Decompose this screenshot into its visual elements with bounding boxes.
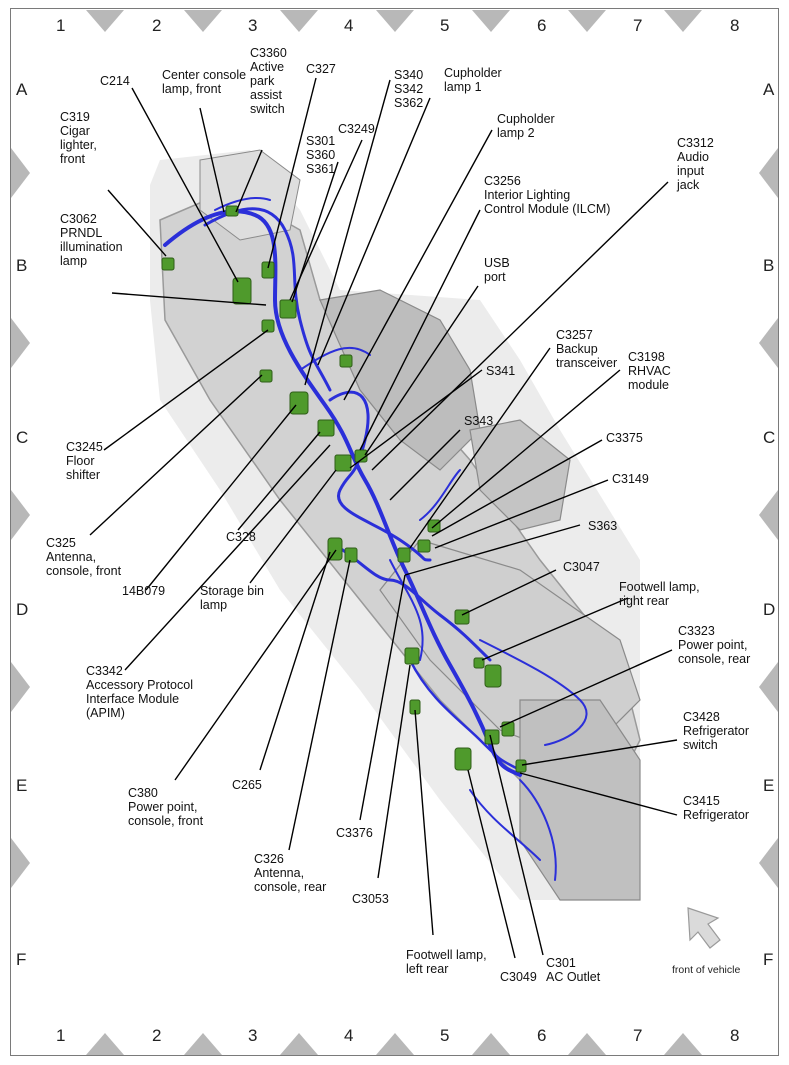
grid-row-b: B [763, 256, 775, 275]
diagram-frame [10, 8, 779, 1056]
label-c3245: C3245 Floor shifter [66, 440, 103, 482]
label-c325: C325 Antenna, console, front [46, 536, 122, 578]
label-c319: C319 Cigar lighter, front [60, 110, 97, 166]
label-c327: C327 [306, 62, 336, 76]
label-cupholder-lamp-2: Cupholder lamp 2 [497, 112, 555, 140]
grid-col-3: 3 [248, 1026, 258, 1045]
label-14b079: 14B079 [122, 584, 166, 598]
grid-row-c: C [16, 428, 29, 447]
grid-row-f: F [16, 950, 27, 969]
grid-col-1: 1 [56, 1026, 66, 1045]
grid-col-1: 1 [56, 16, 66, 35]
leader-lines [89, 77, 678, 959]
grid-row-c: C [763, 428, 776, 447]
label-footwell-left: Footwell lamp, left rear [406, 948, 487, 976]
grid-col-6: 6 [537, 16, 547, 35]
connectors [161, 205, 527, 773]
label-c3415: C3415 Refrigerator [683, 794, 749, 822]
grid-row-e: E [16, 776, 28, 795]
grid-col-4: 4 [344, 16, 354, 35]
grid-row-d: D [763, 600, 776, 619]
label-c3249: C3249 [338, 122, 375, 136]
label-usb-port: USB port [484, 256, 510, 284]
label-c3312: C3312 Audio input jack [677, 136, 714, 192]
label-c3256: C3256 Interior Lighting Control Module (… [484, 174, 611, 216]
label-c301: C301 AC Outlet [546, 956, 601, 984]
label-storage-bin-lamp: Storage bin lamp [200, 584, 264, 612]
grid-markers [11, 10, 778, 1055]
grid-col-8: 8 [730, 16, 740, 35]
label-s363: S363 [588, 519, 618, 533]
label-c265: C265 [232, 778, 262, 792]
label-c3323: C3323 Power point, console, rear [678, 624, 751, 666]
label-s340: S340 S342 S362 [394, 68, 424, 110]
label-c3062: C3062 PRNDL illumination lamp [60, 212, 123, 268]
label-c3428: C3428 Refrigerator switch [683, 710, 749, 752]
grid-col-3: 3 [248, 16, 258, 35]
label-c3360: C3360 Active park assist switch [250, 46, 287, 116]
label-s301: S301 S360 S361 [306, 134, 336, 176]
grid-col-7: 7 [633, 1026, 643, 1045]
label-c328: C328 [226, 530, 256, 544]
grid-col-4: 4 [344, 1026, 354, 1045]
label-c3375: C3375 [606, 431, 643, 445]
front-of-vehicle-label: front of vehicle [672, 964, 741, 976]
grid-col-7: 7 [633, 16, 643, 35]
label-c380: C380 Power point, console, front [128, 786, 204, 828]
console-body [150, 149, 641, 901]
grid-col-2: 2 [152, 1026, 162, 1045]
grid-row-e: E [763, 776, 775, 795]
label-s343: S343 [464, 414, 494, 428]
label-c3198: C3198 RHVAC module [628, 350, 671, 392]
label-c3049: C3049 [500, 970, 537, 984]
label-center-console-lamp: Center console lamp, front [162, 68, 247, 96]
label-c3342: C3342 Accessory Protocol Interface Modul… [86, 664, 193, 720]
label-c3376: C3376 [336, 826, 373, 840]
grid-row-d: D [16, 600, 29, 619]
label-c214: C214 [100, 74, 130, 88]
label-cupholder-lamp-1: Cupholder lamp 1 [444, 66, 502, 94]
grid-col-6: 6 [537, 1026, 547, 1045]
front-arrow-icon [687, 907, 721, 949]
grid-row-a: A [16, 80, 28, 99]
label-c326: C326 Antenna, console, rear [254, 852, 327, 894]
label-c3047: C3047 [563, 560, 600, 574]
label-c3053: C3053 [352, 892, 389, 906]
label-footwell-right: Footwell lamp, right rear [619, 580, 700, 608]
grid-col-8: 8 [730, 1026, 740, 1045]
grid-row-a: A [763, 80, 775, 99]
label-s341: S341 [486, 364, 516, 378]
grid-col-5: 5 [440, 1026, 450, 1045]
wiring-harness [163, 197, 588, 881]
label-c3149: C3149 [612, 472, 649, 486]
label-c3257: C3257 Backup transceiver [556, 328, 618, 370]
grid-col-2: 2 [152, 16, 162, 35]
grid-col-5: 5 [440, 16, 450, 35]
grid-row-f: F [763, 950, 774, 969]
grid-row-b: B [16, 256, 28, 275]
